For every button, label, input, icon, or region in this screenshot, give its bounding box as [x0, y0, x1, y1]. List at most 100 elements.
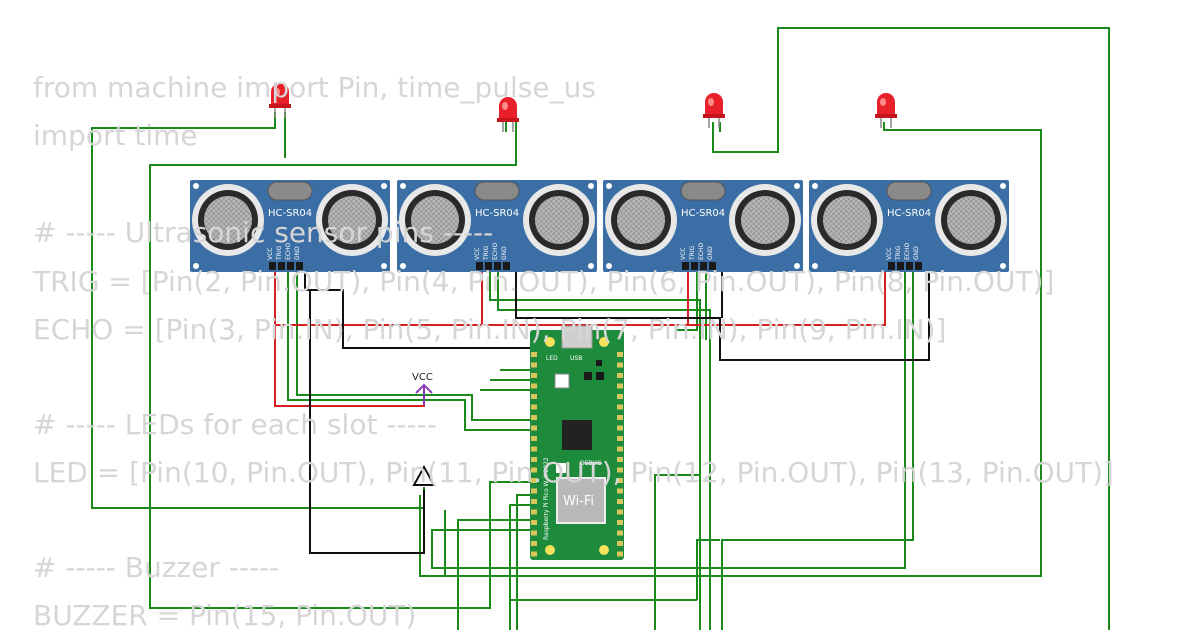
vcc-symbol: VCC: [412, 372, 433, 405]
sensor-pin[interactable]: [691, 262, 698, 270]
pico-pin: [617, 530, 623, 536]
led-indicator[interactable]: [269, 83, 291, 118]
sensor-pin[interactable]: [494, 262, 501, 270]
sensor-pin-label: TRIG: [483, 245, 490, 261]
sensor-pin[interactable]: [709, 262, 716, 270]
sensor-pin-label: TRIG: [276, 245, 283, 261]
pico-pin: [531, 436, 537, 441]
code-line: LED = [Pin(10, Pin.OUT), Pin(11, Pin.OUT…: [33, 456, 1114, 489]
pico-pin: [531, 383, 537, 389]
sensor-model-label: HC-SR04: [475, 208, 519, 219]
crystal: [267, 181, 313, 201]
board-text: Raspberry Pi Pico W ©2022: [543, 457, 550, 540]
pico-pin: [531, 467, 537, 473]
pico-pin: [531, 425, 537, 431]
transducer: [399, 184, 471, 256]
pico-pin: [531, 415, 537, 420]
led-indicator[interactable]: [875, 93, 897, 128]
debug-pad: [556, 463, 566, 473]
sensor-pin[interactable]: [269, 262, 276, 270]
pico-pin: [531, 499, 537, 504]
sensor-pin-label: GND: [501, 246, 508, 260]
pico-pin: [617, 551, 623, 557]
pico-pin: [531, 404, 537, 410]
pico-pin: [617, 509, 623, 515]
mount-hole: [599, 337, 609, 347]
led-group: [269, 83, 897, 132]
sensor-pin-label: GND: [707, 246, 714, 260]
sensor-pin[interactable]: [503, 262, 510, 270]
sensor-pin[interactable]: [915, 262, 922, 270]
pico-pin: [617, 436, 623, 441]
code-line: BUZZER = Pin(15, Pin.OUT): [33, 599, 417, 632]
mount-hole: [545, 545, 555, 555]
led-indicator[interactable]: [497, 97, 519, 132]
sensor-pin[interactable]: [296, 262, 303, 270]
pico-pin: [617, 404, 623, 410]
pico-pin: [617, 457, 623, 462]
pico-board[interactable]: DEBUG Wi-Fi LED USB Raspberry Pi Pico W …: [530, 325, 624, 560]
sensor-pin-label: TRIG: [895, 245, 902, 261]
transducer: [192, 184, 264, 256]
vcc-label: VCC: [412, 372, 433, 383]
transducer: [811, 184, 883, 256]
transducer: [316, 184, 388, 256]
pico-pin: [617, 541, 623, 546]
mount-hole: [599, 545, 609, 555]
crystal: [886, 181, 932, 201]
pico-pin: [617, 415, 623, 420]
code-line: # ----- Ultrasonic sensor pins -----: [33, 216, 494, 249]
pico-pin: [617, 383, 623, 389]
chip-small: [596, 360, 602, 366]
black-wires: [304, 268, 930, 554]
sensor-model-label: HC-SR04: [268, 208, 312, 219]
sensor-pin-label: ECHO: [904, 243, 911, 260]
pico-pin: [531, 478, 537, 483]
debug-label: DEBUG: [580, 460, 602, 467]
pico-pin: [617, 362, 623, 368]
sensor-pin[interactable]: [906, 262, 913, 270]
led-label: LED: [546, 355, 558, 362]
sensor-pin[interactable]: [476, 262, 483, 270]
transducer: [523, 184, 595, 256]
sensor-pin[interactable]: [278, 262, 285, 270]
transducer: [935, 184, 1007, 256]
led-indicator[interactable]: [703, 93, 725, 128]
sensor-pin[interactable]: [485, 262, 492, 270]
bootsel-button[interactable]: [554, 373, 570, 389]
sensor-pin[interactable]: [897, 262, 904, 270]
pico-pin: [531, 394, 537, 399]
pico-pins: [531, 352, 623, 557]
pico-pin: [531, 520, 537, 525]
pico-pin: [617, 520, 623, 525]
sensor-pin[interactable]: [888, 262, 895, 270]
sensor-pin[interactable]: [287, 262, 294, 270]
sensor-pin-label: VCC: [680, 248, 687, 260]
sensor-model-label: HC-SR04: [681, 208, 725, 219]
pico-pin: [531, 362, 537, 368]
pico-pin: [531, 551, 537, 557]
sensor-pin[interactable]: [700, 262, 707, 270]
chip-small: [596, 372, 604, 380]
sensor-pin[interactable]: [682, 262, 689, 270]
green-wires: [91, 27, 1110, 630]
usb-port: [561, 325, 593, 349]
ground-symbol: [412, 464, 436, 486]
pico-pin: [531, 509, 537, 515]
code-line: import time: [33, 119, 198, 152]
crystal: [680, 181, 726, 201]
code-line: # ----- LEDs for each slot -----: [33, 408, 437, 441]
code-line: TRIG = [Pin(2, Pin.OUT), Pin(4, Pin.OUT)…: [33, 265, 1055, 298]
sensor-model-label: HC-SR04: [887, 208, 931, 219]
pico-pin: [531, 541, 537, 546]
sensor-pin-label: ECHO: [285, 243, 292, 260]
code-line: from machine import Pin, time_pulse_us: [33, 71, 596, 104]
code-line: ECHO = [Pin(3, Pin.IN), Pin(5, Pin.IN), …: [33, 313, 947, 346]
